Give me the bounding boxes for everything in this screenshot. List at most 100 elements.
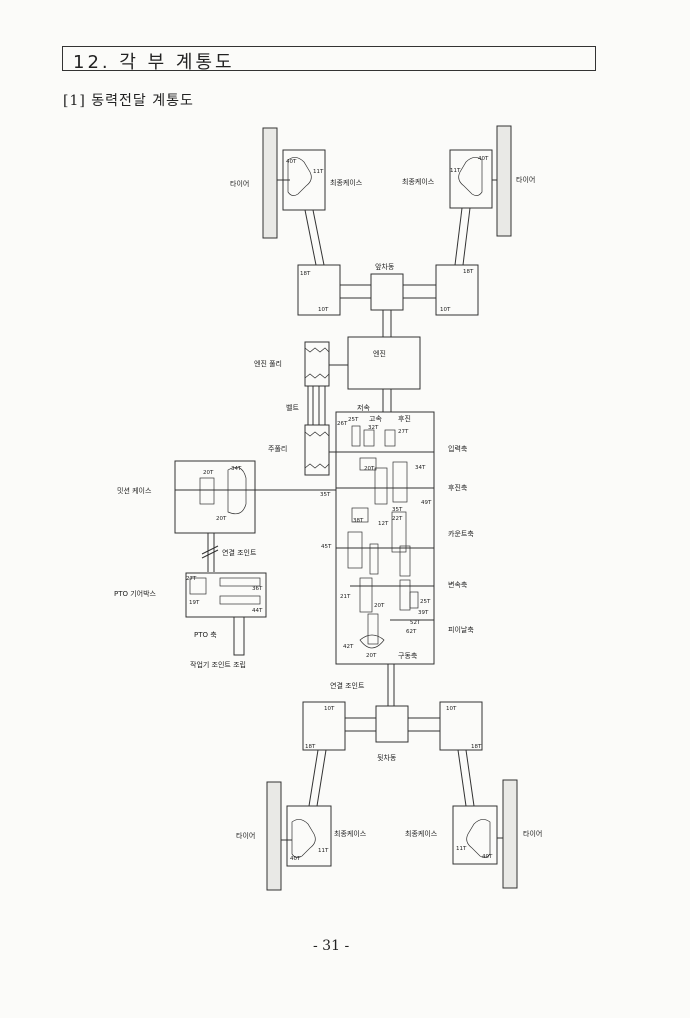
main-pulley-label: 주풀리 [268,444,287,453]
gear-label: 18T [471,744,482,750]
gear-label: 11T [450,168,461,174]
gear-label: 21T [340,594,351,600]
gear-label: 18T [305,744,316,750]
rear-axle-label: 뒷차동 [377,753,397,762]
mission-case-label: 밋션 케이스 [117,486,152,495]
final-shaft-label: 피이날축 [448,625,474,634]
front-right-final-case [449,149,493,209]
pto-shaft [233,616,245,656]
gear-label: 10T [324,706,335,712]
gear-label: 45T [321,544,332,550]
transmission-gear-train [347,425,419,649]
gear-label: 11T [313,169,324,175]
gear-label: 20T [216,516,227,522]
gear-label: 12T [378,521,389,527]
front-left-axle-gear-box [297,264,341,316]
reverse-shaft-label: 후진축 [448,483,468,492]
gear-label: 40T [478,156,489,162]
shift-shaft-label: 변속축 [448,580,468,589]
gear-label: 62T [406,629,417,635]
input-shaft-label: 입력축 [448,444,468,453]
connect-joint-label: 연결 조인트 [222,548,257,557]
reverse-gear-label: 후진 [398,414,411,423]
front-right-tire-label: 타이어 [516,175,535,184]
front-left-tire [262,127,278,239]
rear-right-final-case-label: 최종케이스 [405,829,438,838]
low-gear-label: 저속 [357,403,370,412]
front-left-tire-label: 타이어 [230,179,249,188]
mission-case [174,460,256,534]
rear-left-final-case [286,805,332,867]
gear-label: 10T [440,307,451,313]
front-left-final-case-label: 최종케이스 [330,178,363,187]
gear-label: 40T [482,854,493,860]
engine-label: 엔진 [373,349,386,358]
counter-shaft-label: 카운트축 [448,529,474,538]
gear-label: 18T [300,271,311,277]
rear-right-tire [502,779,518,889]
implement-joint-label: 작업기 조인트 조립 [190,660,246,669]
gear-label: 20T [366,653,377,659]
gear-label: 36T [252,586,263,592]
page-number: - 31 - [313,938,350,954]
rear-left-tire [266,781,282,891]
front-axle-label: 앞차동 [375,262,395,271]
engine-pulley-label: 엔진 풀리 [254,359,282,368]
gear-label: 39T [418,610,429,616]
gear-label: 20T [203,470,214,476]
gear-label: 11T [456,846,467,852]
gear-label: 10T [318,307,329,313]
gear-label: 40T [290,856,301,862]
pto-gearbox-label: PTO 기어박스 [114,589,157,598]
gear-label: 49T [421,500,432,506]
front-right-tire [496,125,512,237]
rear-left-axle-gear-box [302,701,346,751]
front-right-final-case-label: 최종케이스 [402,177,435,186]
front-right-axle-gear-box [435,264,479,316]
main-pulley [304,424,330,476]
gear-label: 20T [374,603,385,609]
drive-shaft-label: 구동축 [398,651,418,660]
gear-label: 52T [410,620,421,626]
gear-label: 27T [398,429,409,435]
pto-shaft-label: PTO 축 [194,630,217,639]
rear-left-tire-label: 타이어 [236,831,255,840]
engine-pulley [304,341,330,387]
diagram-subtitle: [1] 동력전달 계통도 [63,93,194,109]
rear-differential [375,705,409,743]
gear-label: 26T [337,421,348,427]
gear-label: 25T [348,417,359,423]
gear-label: 10T [446,706,457,712]
gear-label: 38T [353,518,364,524]
section-title-box: 12. 각 부 계통도 [62,46,596,73]
gear-label: 25T [420,599,431,605]
section-title: 12. 각 부 계통도 [73,52,235,73]
high-gear-label: 고속 [369,415,382,423]
gear-label: 34T [231,466,242,472]
gear-label: 27T [186,576,197,582]
rear-right-axle-gear-box [439,701,483,751]
rear-left-bevel-gear [291,819,316,858]
transmission-case [335,411,435,665]
rear-left-final-case-label: 최종케이스 [334,829,367,838]
pto-gearbox [185,572,267,618]
gear-label: 11T [318,848,329,854]
gear-label: 32T [368,425,379,431]
front-right-bevel-gear [458,157,483,196]
gear-label: 35T [320,492,331,498]
rear-connect-joint-label: 연결 조인트 [330,681,365,690]
engine-block [347,336,421,390]
front-left-bevel-gear [287,157,312,196]
gear-label: 44T [252,608,263,614]
belt-label: 벨트 [286,404,299,412]
gear-label: 22T [392,516,403,522]
gear-label: 20T [364,466,375,472]
gear-label: 35T [392,507,403,513]
gear-label: 40T [286,159,297,165]
gear-label: 34T [415,465,426,471]
gear-label: 19T [189,600,200,606]
rear-right-tire-label: 타이어 [523,829,542,838]
front-differential [370,273,404,311]
gear-label: 18T [463,269,474,275]
